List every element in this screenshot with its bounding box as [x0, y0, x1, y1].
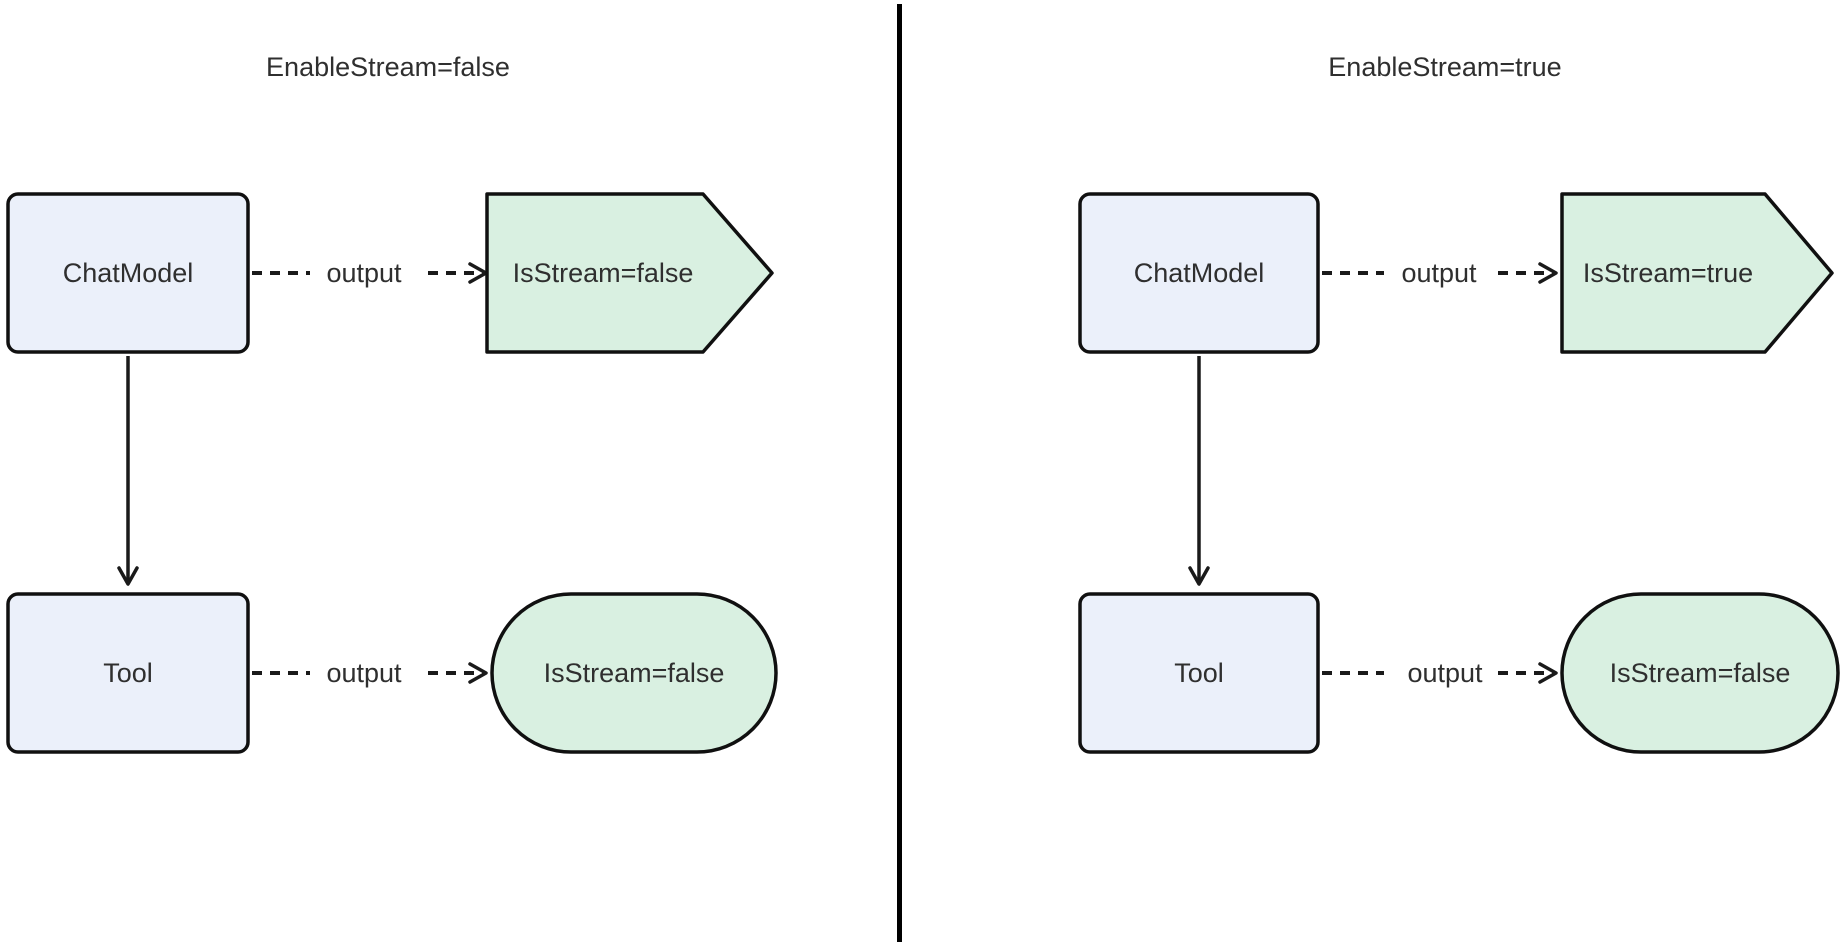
chatmodel-node [6, 192, 250, 354]
tool-isstream-stadium [490, 592, 778, 754]
panel-title: EnableStream=true [1328, 52, 1561, 82]
chat-isstream-flag [1560, 192, 1834, 354]
chat-isstream-flag [485, 192, 774, 354]
tool-isstream-stadium-label: IsStream=false [1610, 658, 1791, 688]
tool-output-edge-label: output [1407, 658, 1483, 688]
tool-node-label: Tool [1174, 658, 1224, 688]
tool-output-edge-label: output [326, 658, 402, 688]
tool-node [6, 592, 250, 754]
chatmodel-node [1078, 192, 1320, 354]
chat-output-edge-label: output [326, 258, 402, 288]
chat-isstream-flag-label: IsStream=false [513, 258, 694, 288]
panel-enablestream-true: EnableStream=true ChatModel output IsStr… [1078, 52, 1840, 754]
tool-node-label: Tool [103, 658, 153, 688]
panel-divider [897, 4, 902, 942]
tool-isstream-stadium [1560, 592, 1840, 754]
panel-enablestream-false: EnableStream=false ChatModel output IsSt… [6, 52, 778, 754]
chatmodel-node-label: ChatModel [1134, 258, 1265, 288]
tool-isstream-stadium-label: IsStream=false [544, 658, 725, 688]
tool-node [1078, 592, 1320, 754]
chat-output-edge-label: output [1401, 258, 1477, 288]
chatmodel-node-label: ChatModel [63, 258, 194, 288]
panel-title: EnableStream=false [266, 52, 510, 82]
chat-isstream-flag-label: IsStream=true [1583, 258, 1753, 288]
